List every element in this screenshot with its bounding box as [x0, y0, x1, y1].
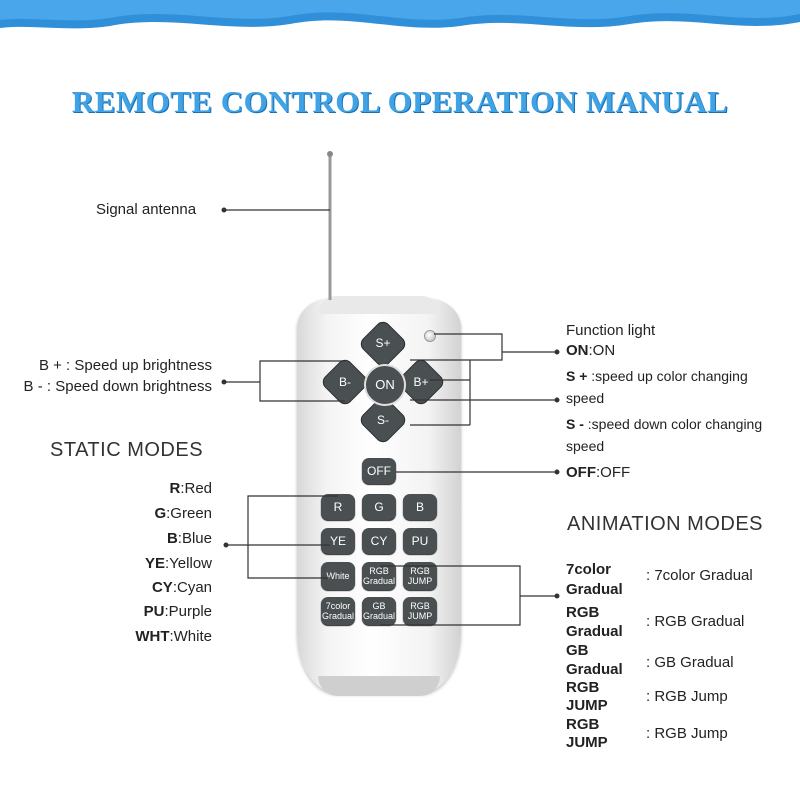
purple-button[interactable]: PU [403, 528, 437, 554]
off-button[interactable]: OFF [362, 458, 396, 484]
off-desc: OFF:OFF [566, 464, 631, 481]
rgb-jump-label-2: JUMP [407, 576, 433, 586]
rgb-jump2-label-2: JUMP [407, 611, 433, 621]
anim-mode-7color-desc: : 7color Gradual [646, 567, 753, 584]
remote-top-cap [318, 296, 440, 314]
rgb-jump-label-1: RGB [410, 566, 430, 576]
anim-mode-rgb-gradual-desc: : RGB Gradual [646, 613, 745, 630]
static-mode-green: G:Green [154, 505, 212, 522]
static-mode-blue: B:Blue [166, 530, 212, 547]
antenna-label: Signal antenna [96, 201, 197, 218]
red-button[interactable]: R [321, 494, 355, 520]
anim-mode-rgb-jump-2-desc: : RGB Jump [646, 725, 728, 742]
cyan-button[interactable]: CY [362, 528, 396, 554]
rgb-jump-2-button[interactable]: RGB JUMP [403, 597, 437, 625]
speed-down-label: S- [377, 413, 389, 427]
speed-down-desc: S - :speed down color changing [566, 416, 763, 432]
static-mode-red: R:Red [169, 480, 212, 497]
speed-up-desc-2: speed [566, 390, 605, 406]
rgb-gradual-label-1: RGB [369, 566, 389, 576]
gb-gradual-label-1: GB [372, 601, 386, 611]
gb-gradual-button[interactable]: GB Gradual [362, 597, 396, 625]
rgb-gradual-button[interactable]: RGB Gradual [362, 562, 396, 590]
function-light-label: Function light [566, 322, 656, 339]
static-mode-yellow: YE:Yellow [145, 555, 212, 572]
static-modes-heading: STATIC MODES [50, 439, 204, 461]
remote-bottom-cap [318, 676, 440, 696]
speed-up-label: S+ [375, 336, 391, 350]
7color-label-2: Gradual [321, 611, 355, 621]
anim-mode-gb-gradual-desc: : GB Gradual [646, 654, 734, 671]
7color-gradual-button[interactable]: 7color Gradual [321, 597, 355, 625]
gb-gradual-label-2: Gradual [362, 611, 396, 621]
on-desc: ON:ON [566, 342, 616, 359]
7color-label-1: 7color [325, 601, 351, 611]
yellow-button[interactable]: YE [321, 528, 355, 554]
function-light-led [424, 330, 436, 342]
top-wave-decoration [0, 0, 800, 29]
anim-mode-rgb-jump-desc: : RGB Jump [646, 688, 728, 705]
green-button[interactable]: G [362, 494, 396, 520]
white-button[interactable]: White [321, 562, 355, 590]
speed-down-desc-2: speed [566, 438, 605, 454]
animation-modes-heading: ANIMATION MODES [567, 513, 764, 535]
brightness-up-desc: B + : Speed up brightness [38, 357, 212, 374]
white-label: White [326, 571, 350, 581]
rgb-gradual-label-2: Gradual [362, 576, 396, 586]
brightness-down-label: B- [339, 375, 351, 389]
blue-button[interactable]: B [403, 494, 437, 520]
rgb-jump2-label-1: RGB [410, 601, 430, 611]
static-mode-cyan: CY:Cyan [151, 579, 212, 596]
on-button[interactable]: ON [364, 364, 406, 406]
rgb-jump-button[interactable]: RGB JUMP [403, 562, 437, 590]
static-mode-purple: PU:Purple [143, 603, 212, 620]
brightness-down-desc: B - : Speed down brightness [23, 378, 212, 395]
static-mode-white: WHT:White [135, 628, 212, 645]
speed-up-desc: S + :speed up color changing [566, 368, 748, 384]
page-title: REMOTE CONTROL OPERATION MANUAL [71, 84, 729, 119]
brightness-up-label: B+ [413, 375, 429, 389]
